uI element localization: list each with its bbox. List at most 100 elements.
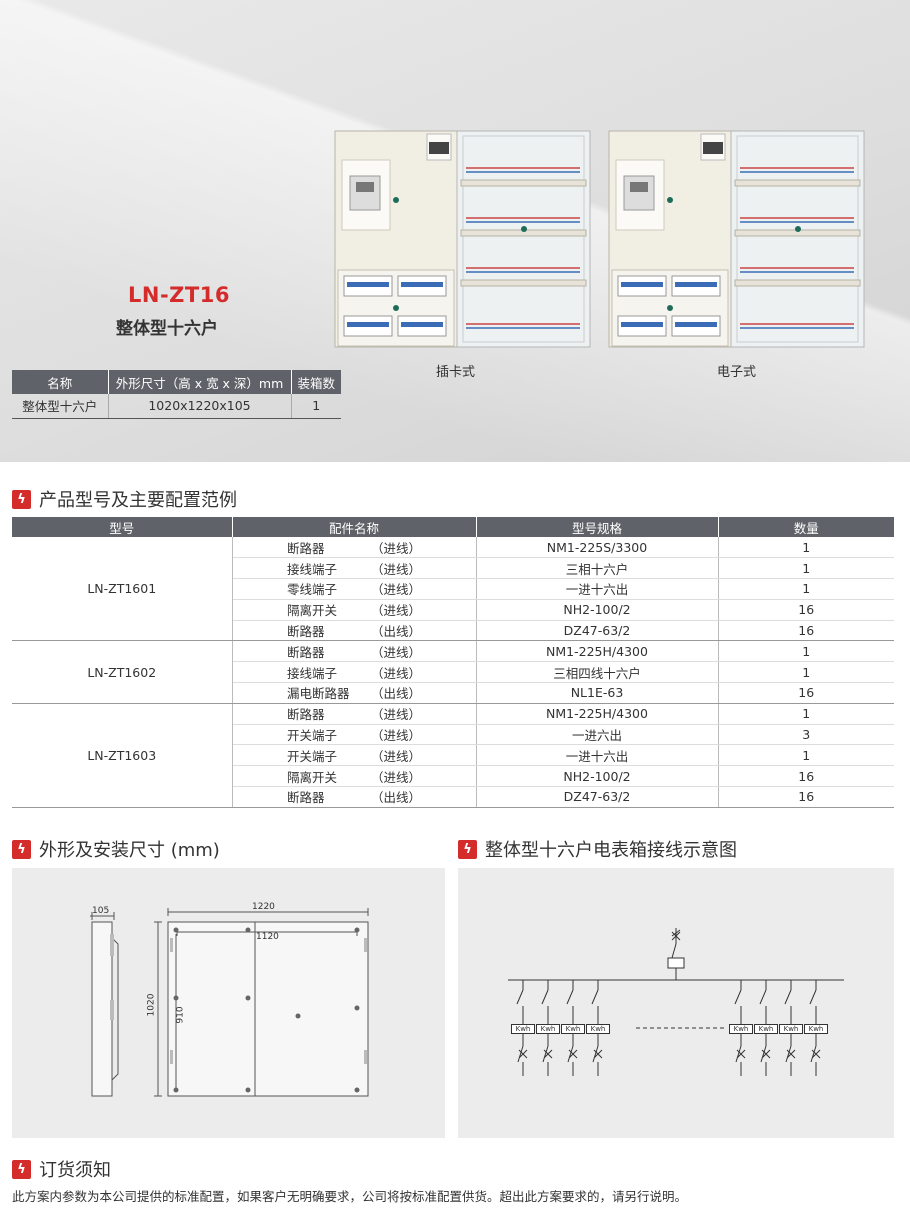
table-row: 开关端子（进线） 一进六出 3 bbox=[12, 724, 894, 746]
qty-cell: 1 bbox=[718, 661, 894, 684]
spec-cell-size: 1020x1220x105 bbox=[108, 394, 292, 419]
lightning-bolt-icon: ϟ bbox=[458, 839, 477, 859]
dim-width-label: 1220 bbox=[252, 902, 275, 912]
meter-cabinet-electronic-type-image bbox=[608, 130, 865, 348]
meter-cabinet-card-type-image bbox=[334, 130, 591, 348]
part-direction: （进线） bbox=[370, 769, 421, 785]
model-cell: LN-ZT1603 bbox=[12, 703, 233, 808]
qty-cell: 16 bbox=[718, 786, 894, 808]
part-direction: （出线） bbox=[370, 790, 421, 806]
part-name: 断路器 bbox=[286, 707, 325, 723]
config-section-heading: ϟ 产品型号及主要配置范例 bbox=[12, 486, 237, 512]
part-direction: （进线） bbox=[370, 728, 421, 744]
notice-section-title: 订货须知 bbox=[39, 1160, 111, 1181]
spec-cell: NH2-100/2 bbox=[476, 765, 719, 788]
part-name: 断路器 bbox=[286, 540, 325, 556]
part-direction: （出线） bbox=[370, 624, 421, 640]
part-name: 断路器 bbox=[286, 624, 325, 640]
qty-cell: 1 bbox=[718, 703, 894, 725]
part-name: 漏电断路器 bbox=[286, 686, 350, 702]
kwh-meter-label: Kwh bbox=[586, 1024, 610, 1034]
spec-cell: NM1-225H/4300 bbox=[476, 640, 719, 663]
dim-depth-label: 105 bbox=[92, 906, 110, 916]
part-name: 接线端子 bbox=[286, 561, 337, 577]
spec-cell: NH2-100/2 bbox=[476, 599, 719, 621]
dimension-section-heading: ϟ 外形及安装尺寸 (mm) bbox=[12, 836, 220, 862]
spec-cell: 三相四线十六户 bbox=[476, 661, 719, 684]
table-row: 零线端子 （进线） 一进十六出 1 bbox=[12, 578, 894, 600]
table-row: LN-ZT1601 断路器（进线） NM1-225S/3300 1 bbox=[12, 537, 894, 642]
spec-cell: 一进十六出 bbox=[476, 578, 719, 600]
lightning-bolt-icon: ϟ bbox=[12, 839, 31, 859]
caption-electronic-type: 电子式 bbox=[717, 365, 757, 380]
spec-header-size: 外形尺寸（高 x 宽 x 深）mm bbox=[108, 370, 292, 394]
notice-section-heading: ϟ 订货须知 bbox=[12, 1156, 111, 1182]
kwh-meter-label: Kwh bbox=[561, 1024, 585, 1034]
table-row: LN-ZT1603 断路器（进线） NM1-225H/4300 1 bbox=[12, 703, 894, 808]
config-table: 型号 配件名称 型号规格 数量 LN-ZT1601 断路器（进线） NM1-22… bbox=[12, 517, 894, 808]
dimension-drawing-panel: 105 1220 1120 1020 910 bbox=[12, 868, 445, 1138]
spec-cell: 三相十六户 bbox=[476, 557, 719, 580]
qty-cell: 16 bbox=[718, 599, 894, 621]
kwh-meter-label: Kwh bbox=[511, 1024, 535, 1034]
wiring-diagram bbox=[508, 928, 844, 1029]
spec-table: 名称 外形尺寸（高 x 宽 x 深）mm 装箱数 整体型十六户 1020x122… bbox=[12, 370, 341, 419]
part-direction: （进线） bbox=[370, 748, 421, 764]
spec-cell: DZ47-63/2 bbox=[476, 620, 719, 642]
caption-card-type: 插卡式 bbox=[436, 365, 476, 380]
wiring-section-heading: ϟ 整体型十六户电表箱接线示意图 bbox=[458, 836, 737, 862]
part-name: 断路器 bbox=[286, 790, 325, 806]
kwh-meter-label: Kwh bbox=[536, 1024, 560, 1034]
product-model-title: LN-ZT16 bbox=[128, 283, 230, 307]
qty-cell: 1 bbox=[718, 744, 894, 767]
qty-cell: 1 bbox=[718, 640, 894, 663]
table-row: 断路器 （出线） DZ47-63/2 16 bbox=[12, 786, 894, 808]
part-name: 断路器 bbox=[286, 644, 325, 660]
branch-circuit bbox=[516, 980, 528, 1076]
branch-circuit bbox=[784, 980, 796, 1076]
spec-cell: DZ47-63/2 bbox=[476, 786, 719, 808]
model-cell: LN-ZT1601 bbox=[12, 537, 233, 642]
part-name: 接线端子 bbox=[286, 665, 337, 681]
qty-cell: 16 bbox=[718, 765, 894, 788]
qty-cell: 1 bbox=[718, 578, 894, 600]
lightning-bolt-icon: ϟ bbox=[12, 489, 31, 509]
part-direction: （进线） bbox=[370, 603, 421, 619]
table-row: 断路器 （出线） DZ47-63/2 16 bbox=[12, 620, 894, 642]
spec-header-qty: 装箱数 bbox=[291, 370, 341, 394]
part-name: 开关端子 bbox=[286, 748, 337, 764]
part-direction: （进线） bbox=[370, 540, 421, 556]
qty-cell: 16 bbox=[718, 682, 894, 704]
table-row: 接线端子 （进线） 三相四线十六户 1 bbox=[12, 661, 894, 684]
kwh-meter-label: Kwh bbox=[779, 1024, 803, 1034]
wiring-section-title: 整体型十六户电表箱接线示意图 bbox=[485, 840, 737, 861]
spec-header-name: 名称 bbox=[12, 370, 109, 394]
branch-lines bbox=[516, 980, 821, 1076]
qty-cell: 16 bbox=[718, 620, 894, 642]
dim-height-label: 1020 bbox=[146, 993, 157, 1017]
config-header-part: 配件名称 bbox=[232, 517, 477, 537]
part-name: 零线端子 bbox=[286, 582, 337, 598]
table-row: 隔离开关（进线） NH2-100/2 16 bbox=[12, 599, 894, 621]
config-section-title: 产品型号及主要配置范例 bbox=[39, 490, 237, 511]
branch-circuit bbox=[734, 980, 746, 1076]
table-row: 隔离开关（进线） NH2-100/2 16 bbox=[12, 765, 894, 788]
part-direction: （进线） bbox=[370, 582, 421, 598]
kwh-meter-label: Kwh bbox=[804, 1024, 828, 1034]
spec-cell: NL1E-63 bbox=[476, 682, 719, 704]
kwh-meter-label: Kwh bbox=[754, 1024, 778, 1034]
spec-cell-name: 整体型十六户 bbox=[12, 394, 109, 419]
qty-cell: 1 bbox=[718, 537, 894, 559]
table-row: 开关端子（进线） 一进十六出 1 bbox=[12, 744, 894, 767]
branch-circuit bbox=[759, 980, 771, 1076]
spec-cell: 一进六出 bbox=[476, 724, 719, 746]
part-direction: （进线） bbox=[370, 644, 421, 660]
part-direction: （出线） bbox=[370, 686, 421, 702]
model-cell: LN-ZT1602 bbox=[12, 640, 233, 704]
lightning-bolt-icon: ϟ bbox=[12, 1159, 31, 1179]
part-direction: （进线） bbox=[370, 561, 421, 577]
dimension-section-title: 外形及安装尺寸 (mm) bbox=[39, 840, 220, 861]
kwh-meter-label: Kwh bbox=[729, 1024, 753, 1034]
part-direction: （进线） bbox=[370, 665, 421, 681]
